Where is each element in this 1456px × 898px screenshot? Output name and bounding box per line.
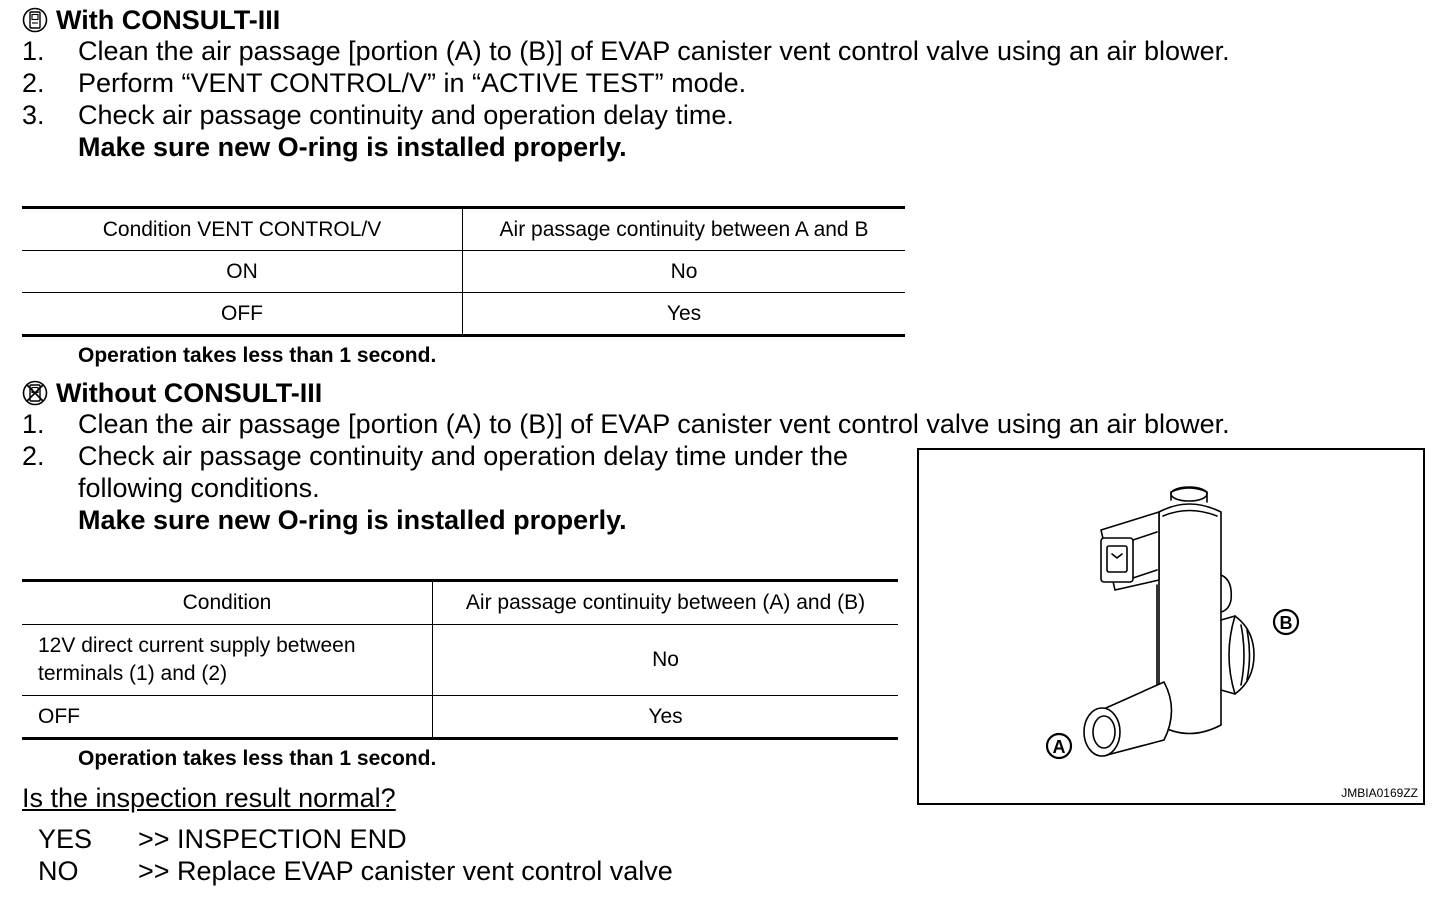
table-header: Air passage continuity between (A) and (…: [432, 580, 898, 625]
table-cell: OFF: [22, 292, 463, 336]
table-row: OFF Yes: [22, 695, 898, 739]
svg-text:A: A: [1053, 737, 1066, 757]
with-note: Operation takes less than 1 second.: [78, 344, 437, 367]
without-consult-heading-text: Without CONSULT-III: [56, 378, 323, 408]
without-consult-table: Condition Air passage continuity between…: [22, 579, 898, 740]
label-b-marker: B: [1272, 608, 1300, 636]
inspection-question: Is the inspection result normal?: [22, 783, 396, 813]
table-header: Condition VENT CONTROL/V: [22, 207, 463, 251]
label-a-marker: A: [1045, 732, 1073, 760]
without-consult-heading: Without CONSULT-III: [22, 377, 322, 409]
with-consult-table: Condition VENT CONTROL/V Air passage con…: [22, 206, 905, 337]
with-step-2: 2. Perform “VENT CONTROL/V” in “ACTIVE T…: [22, 68, 747, 98]
with-step-1: 1. Clean the air passage [portion (A) to…: [22, 36, 1230, 66]
table-header-row: Condition Air passage continuity between…: [22, 580, 898, 625]
no-consult-tool-icon: [22, 380, 48, 406]
with-consult-heading: With CONSULT-III: [22, 4, 280, 36]
table-row: OFF Yes: [22, 292, 905, 336]
table-cell: No: [462, 250, 905, 293]
table-cell: Yes: [648, 704, 683, 728]
with-consult-heading-text: With CONSULT-III: [56, 5, 281, 35]
with-step-3: 3. Check air passage continuity and oper…: [22, 100, 734, 130]
table-cell: Yes: [666, 301, 702, 325]
without-step-1: 1. Clean the air passage [portion (A) to…: [22, 409, 1230, 439]
table-header-row: Condition VENT CONTROL/V Air passage con…: [22, 207, 905, 251]
vent-control-valve-illustration: B A: [1045, 486, 1300, 760]
figure-id: JMBIA0169ZZ: [1341, 786, 1418, 800]
table-cell: No: [432, 624, 898, 696]
valve-figure: B A JMBIA0169ZZ: [917, 448, 1425, 805]
with-warning: Make sure new O-ring is installed proper…: [78, 132, 627, 162]
without-step-2: 2. Check air passage continuity and oper…: [22, 441, 848, 471]
table-header: Condition: [22, 580, 433, 625]
consult-tool-icon: [22, 7, 48, 33]
table-header: Air passage continuity between A and B: [462, 207, 905, 251]
without-warning: Make sure new O-ring is installed proper…: [78, 505, 627, 535]
table-row: 12V direct current supply between termin…: [22, 624, 898, 696]
without-step-2-continued: following conditions.: [78, 473, 320, 503]
svg-text:B: B: [1280, 613, 1293, 633]
table-cell: ON: [22, 250, 463, 293]
table-cell: 12V direct current supply between termin…: [22, 624, 433, 696]
table-cell: OFF: [22, 695, 433, 739]
answer-no: NO>> Replace EVAP canister vent control …: [38, 856, 673, 886]
answer-yes: YES>> INSPECTION END: [38, 824, 407, 854]
without-note: Operation takes less than 1 second.: [78, 747, 437, 770]
table-row: ON No: [22, 250, 905, 293]
